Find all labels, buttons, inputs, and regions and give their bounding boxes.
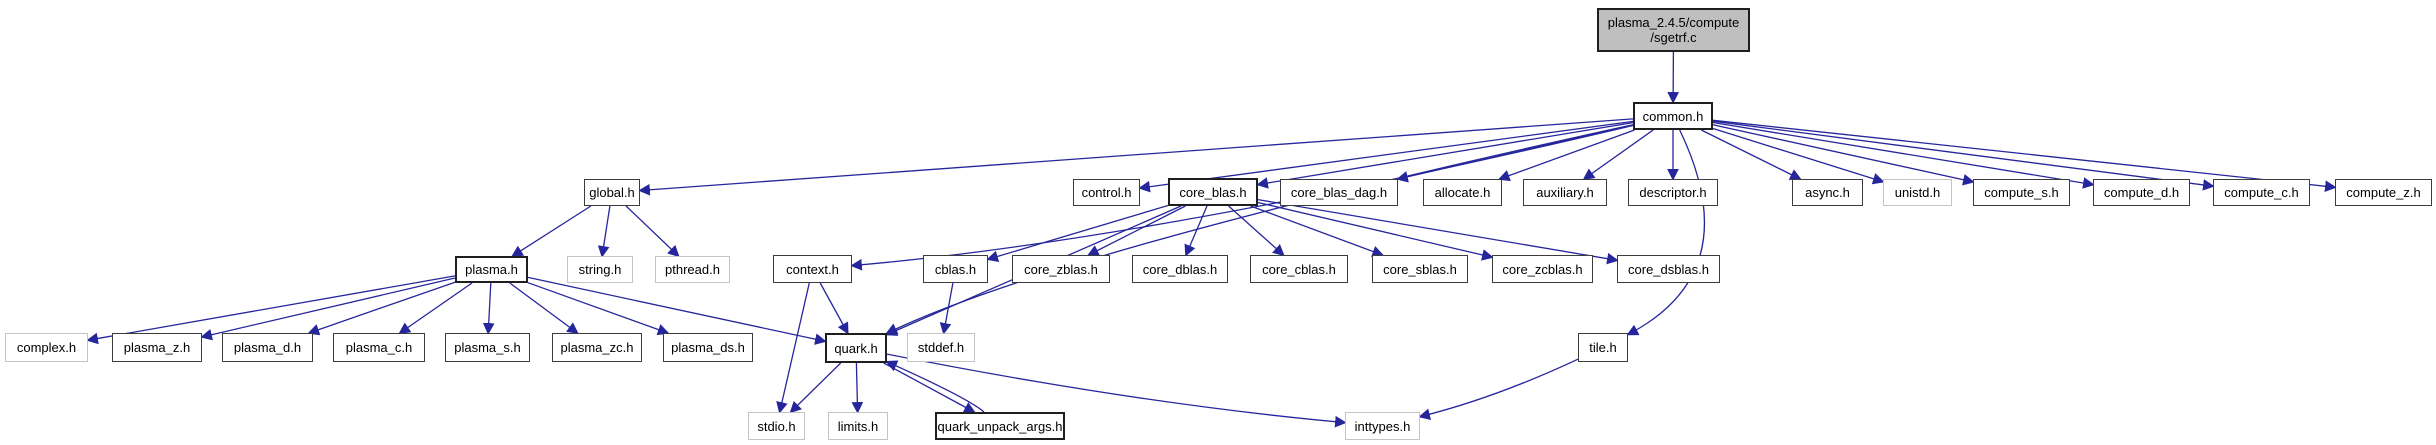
node-control[interactable]: control.h (1073, 179, 1140, 206)
node-core-zcblas[interactable]: core_zcblas.h (1492, 255, 1593, 283)
edge-context-to-quark (819, 282, 849, 335)
node-pthread: pthread.h (655, 256, 730, 283)
edge-common-to-compute_d (1712, 121, 2095, 189)
node-core-dblas[interactable]: core_dblas.h (1132, 255, 1228, 283)
node-cblas[interactable]: cblas.h (923, 255, 988, 283)
node-compute-d[interactable]: compute_d.h (2093, 179, 2190, 206)
node-plasma-d[interactable]: plasma_d.h (222, 333, 313, 362)
node-limits: limits.h (828, 412, 888, 440)
edge-common-to-async (1701, 129, 1802, 180)
node-allocate[interactable]: allocate.h (1423, 179, 1502, 206)
node-sgetrf: plasma_2.4.5/compute /sgetrf.c (1597, 8, 1750, 52)
edge-plasma-to-complex (86, 275, 456, 345)
node-core-zblas[interactable]: core_zblas.h (1012, 255, 1110, 283)
edge-common-to-auxiliary (1582, 129, 1654, 181)
edge-plasma-to-plasma_c (398, 282, 473, 335)
edge-plasma-to-plasma_z (200, 277, 456, 341)
node-descriptor[interactable]: descriptor.h (1628, 179, 1718, 206)
edge-core_blas-to-core_zcblas (1257, 201, 1494, 261)
edge-core_blas-to-core_cblas (1228, 205, 1285, 257)
node-compute-c[interactable]: compute_c.h (2213, 179, 2310, 206)
edge-quark_unpack_args-to-quark (885, 360, 985, 413)
edge-plasma-to-plasma_d (307, 281, 456, 336)
edges-group (86, 51, 2337, 428)
edge-common-to-core_blas (1256, 121, 1634, 189)
node-core-cblas[interactable]: core_cblas.h (1250, 255, 1348, 283)
edge-context-to-stdio (776, 282, 810, 414)
node-core-blas[interactable]: core_blas.h (1168, 178, 1258, 206)
edge-quark-to-limits (851, 362, 864, 414)
edge-common-to-control (1138, 120, 1634, 193)
edge-core_blas-to-core_zblas (1087, 205, 1186, 256)
node-stdio: stdio.h (748, 412, 805, 440)
edge-global-to-string (597, 205, 611, 258)
edge-plasma-to-plasma_s (482, 282, 495, 335)
node-plasma-s[interactable]: plasma_s.h (445, 333, 530, 362)
edge-core_blas-to-core_dblas (1184, 205, 1208, 257)
edge-core_blas-to-core_sblas (1250, 205, 1385, 258)
node-plasma-ds[interactable]: plasma_ds.h (663, 333, 753, 362)
edge-common-to-tile (1626, 129, 1706, 336)
node-complex: complex.h (5, 333, 88, 362)
edge-common-to-allocate (1497, 129, 1635, 182)
node-common[interactable]: common.h (1633, 102, 1713, 130)
node-tile[interactable]: tile.h (1578, 333, 1628, 362)
node-plasma-c[interactable]: plasma_c.h (333, 333, 425, 362)
edge-quark-to-stdio (789, 362, 842, 414)
node-inttypes: inttypes.h (1345, 412, 1420, 440)
edge-core_blas-to-core_dsblas (1257, 198, 1619, 265)
edge-quark-to-quark_unpack_args (883, 362, 976, 413)
edge-plasma-to-plasma_zc (509, 282, 579, 335)
edge-common-to-compute_s (1712, 124, 1975, 186)
edge-common-to-unistd (1712, 127, 1885, 185)
node-string: string.h (567, 256, 633, 283)
node-quark-unpack-args[interactable]: quark_unpack_args.h (935, 412, 1065, 440)
node-core-sblas[interactable]: core_sblas.h (1372, 255, 1468, 283)
node-quark[interactable]: quark.h (825, 333, 887, 363)
node-unistd: unistd.h (1883, 179, 1952, 206)
node-plasma[interactable]: plasma.h (455, 256, 528, 283)
node-compute-z[interactable]: compute_z.h (2335, 179, 2432, 206)
edge-tile-to-inttypes (1418, 358, 1579, 420)
edge-global-to-pthread (625, 205, 680, 258)
node-stddef: stddef.h (907, 333, 975, 362)
edge-common-to-quark (885, 124, 1634, 335)
edge-cblas-to-stddef (939, 282, 954, 335)
edge-quark-to-inttypes (886, 353, 1347, 428)
node-plasma-z[interactable]: plasma_z.h (112, 333, 202, 362)
node-global[interactable]: global.h (584, 179, 640, 206)
edge-common-to-global (638, 118, 1634, 196)
node-core-dsblas[interactable]: core_dsblas.h (1617, 255, 1720, 283)
node-core-blas-dag[interactable]: core_blas_dag.h (1280, 179, 1398, 206)
node-plasma-zc[interactable]: plasma_zc.h (552, 333, 642, 362)
edge-common-to-compute_z (1712, 119, 2337, 193)
edge-core_blas-to-cblas (986, 204, 1169, 263)
node-compute-s[interactable]: compute_s.h (1973, 179, 2070, 206)
node-context[interactable]: context.h (773, 255, 852, 283)
edge-plasma-to-plasma_ds (527, 282, 670, 336)
node-async[interactable]: async.h (1792, 179, 1863, 206)
edge-global-to-plasma (511, 205, 592, 257)
edge-plasma-to-quark (527, 276, 827, 345)
edge-common-to-compute_c (1712, 120, 2215, 191)
node-auxiliary[interactable]: auxiliary.h (1523, 179, 1607, 206)
